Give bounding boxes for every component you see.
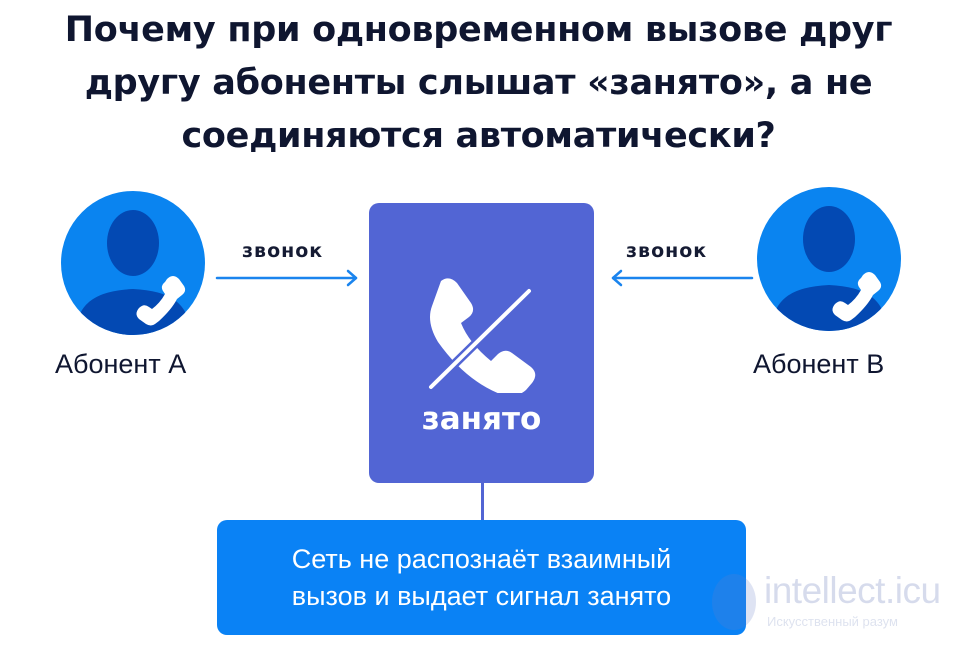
- busy-label: занято: [421, 401, 542, 437]
- connector-line: [481, 483, 484, 521]
- watermark-subtext: Искусственный разум: [767, 614, 898, 629]
- user-with-phone-icon: [75, 210, 191, 335]
- title-line-2: другу абоненты слышат «занято», а не: [84, 63, 873, 103]
- call-label-a: звонок: [242, 240, 324, 262]
- subscriber-b-avatar: [757, 187, 901, 331]
- title-line-3: соединяются автоматически?: [181, 116, 776, 156]
- user-with-phone-icon: [771, 206, 887, 331]
- busy-signal-box: занято: [369, 203, 594, 483]
- page-title: Почему при одновременном вызове друг дру…: [0, 4, 957, 163]
- explanation-box: Сеть не распознаёт взаимный вызов и выда…: [217, 520, 746, 635]
- explanation-line-2: вызов и выдает сигнал занято: [291, 580, 672, 611]
- phone-off-icon: [427, 278, 536, 393]
- call-label-b: звонок: [626, 240, 708, 262]
- subscriber-a-avatar: [61, 191, 205, 335]
- explanation-line-1: Сеть не распознаёт взаимный: [291, 543, 672, 574]
- subscriber-a-label: Абонент А: [55, 349, 187, 379]
- watermark-logo-icon: [712, 574, 756, 630]
- arrow-right-icon: [215, 269, 358, 287]
- arrow-left-icon: [611, 269, 754, 287]
- subscriber-b-label: Абонент В: [753, 349, 885, 379]
- title-line-1: Почему при одновременном вызове друг: [64, 10, 893, 50]
- watermark-text: intellect.icu: [764, 570, 941, 611]
